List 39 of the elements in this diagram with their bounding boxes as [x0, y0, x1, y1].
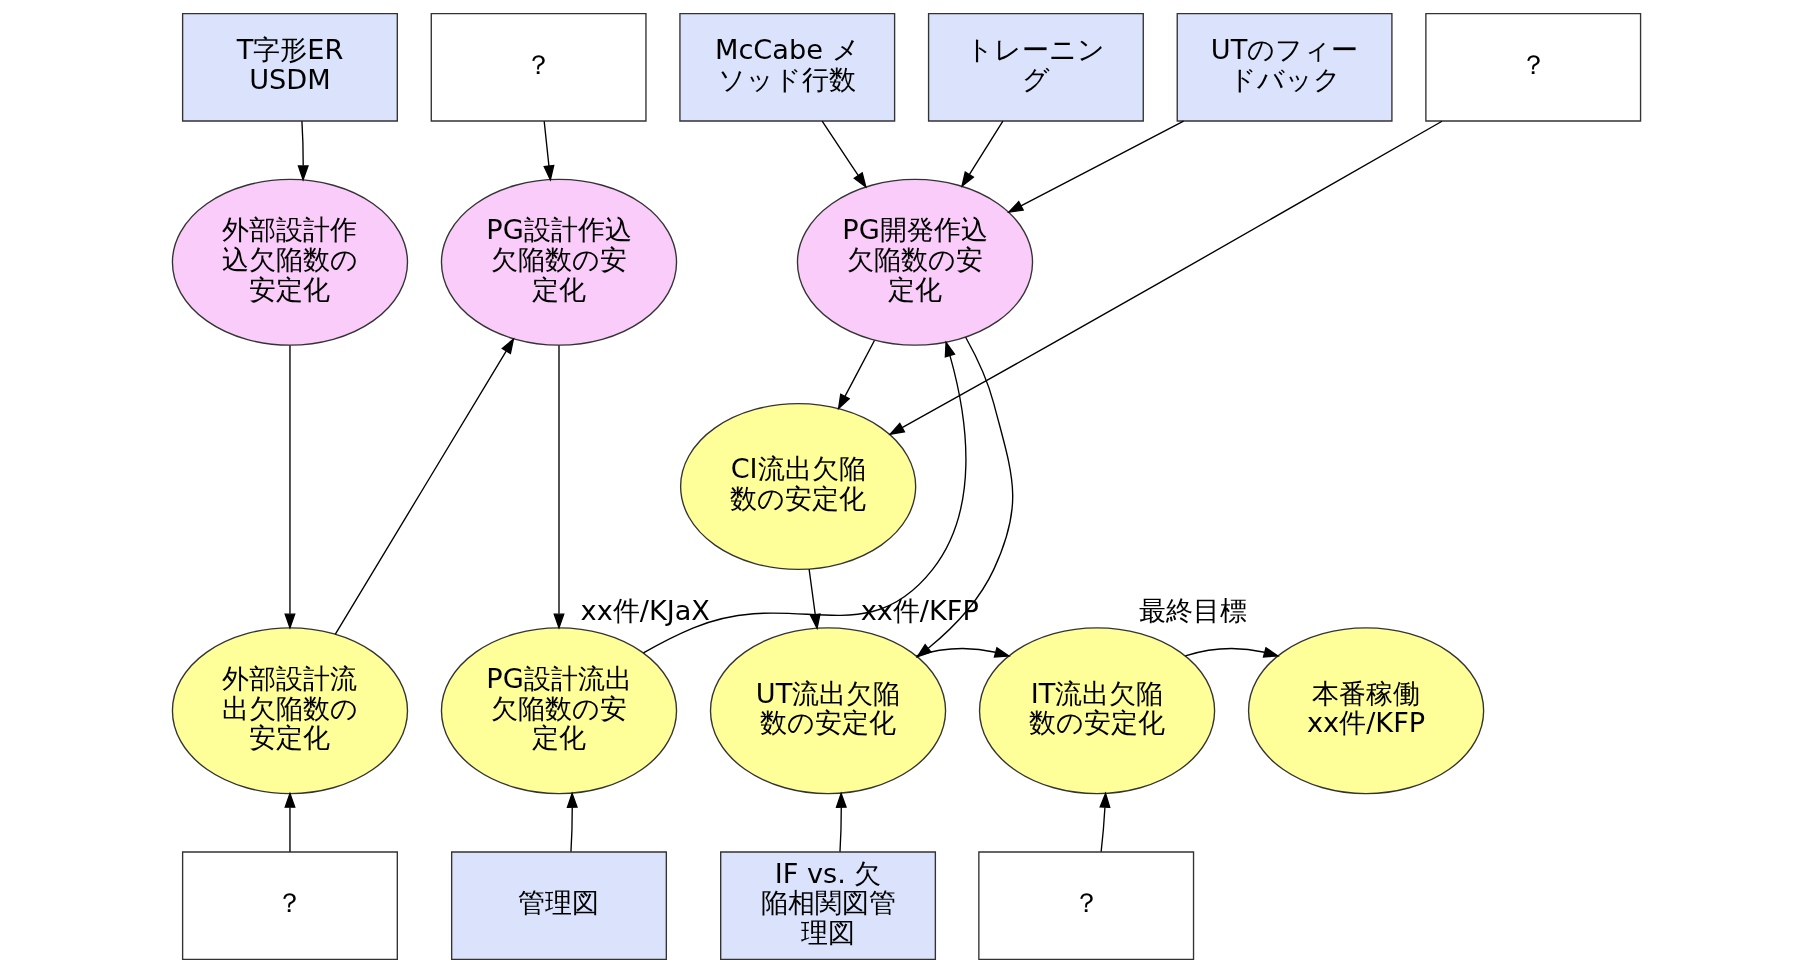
node-ellipse: 外部設計作込欠陥数の安定化: [171, 178, 408, 346]
node-box: ？: [977, 851, 1194, 961]
node-ellipse: PG開発作込欠陥数の安定化: [796, 178, 1033, 346]
node-box: IF vs. 欠陥相関図管理図: [719, 851, 936, 961]
arrow: [821, 120, 867, 189]
arrow: [1006, 120, 1184, 214]
node-label: 最終目標: [1138, 594, 1247, 626]
node-box: ？: [430, 12, 647, 122]
arrow: [542, 120, 555, 182]
node-box: McCabe メソッド行数: [678, 12, 895, 122]
node-ellipse: PG設計作込欠陥数の安定化: [440, 178, 677, 346]
arrow: [334, 337, 514, 635]
arrow: [1098, 791, 1111, 853]
arrow: [960, 120, 1004, 188]
node-ellipse: UT流出欠陥数の安定化: [709, 627, 946, 795]
arrow: [887, 120, 1443, 436]
node-ellipse: IT流出欠陥数の安定化: [978, 627, 1215, 795]
node-box: UTのフィードバック: [1176, 12, 1393, 122]
arrow: [835, 791, 847, 853]
node-box: トレーニング: [927, 12, 1144, 122]
arrow: [297, 120, 309, 182]
node-box: ？: [181, 851, 398, 961]
arrow: [283, 791, 296, 853]
arrow: [915, 646, 1011, 658]
node-ellipse: 本番稼働 xx件/KFP: [1247, 627, 1484, 795]
node-ellipse: CI流出欠陥数の安定化: [679, 402, 916, 571]
arrow: [642, 340, 967, 654]
arrow: [283, 344, 296, 630]
arrow: [1184, 646, 1280, 658]
node-box: T字形ER USDM: [181, 12, 398, 122]
arrow: [837, 339, 875, 411]
node-label: xx件/KJaX: [580, 594, 710, 626]
node-box: ？: [1424, 12, 1641, 122]
node-ellipse: 外部設計流出欠陥数の安定化: [171, 627, 408, 795]
node-box: 管理図: [450, 851, 667, 961]
arrow: [807, 568, 821, 631]
arrow: [566, 791, 578, 853]
node-ellipse: PG設計流出欠陥数の安定化: [440, 627, 677, 795]
arrow: [552, 344, 565, 630]
